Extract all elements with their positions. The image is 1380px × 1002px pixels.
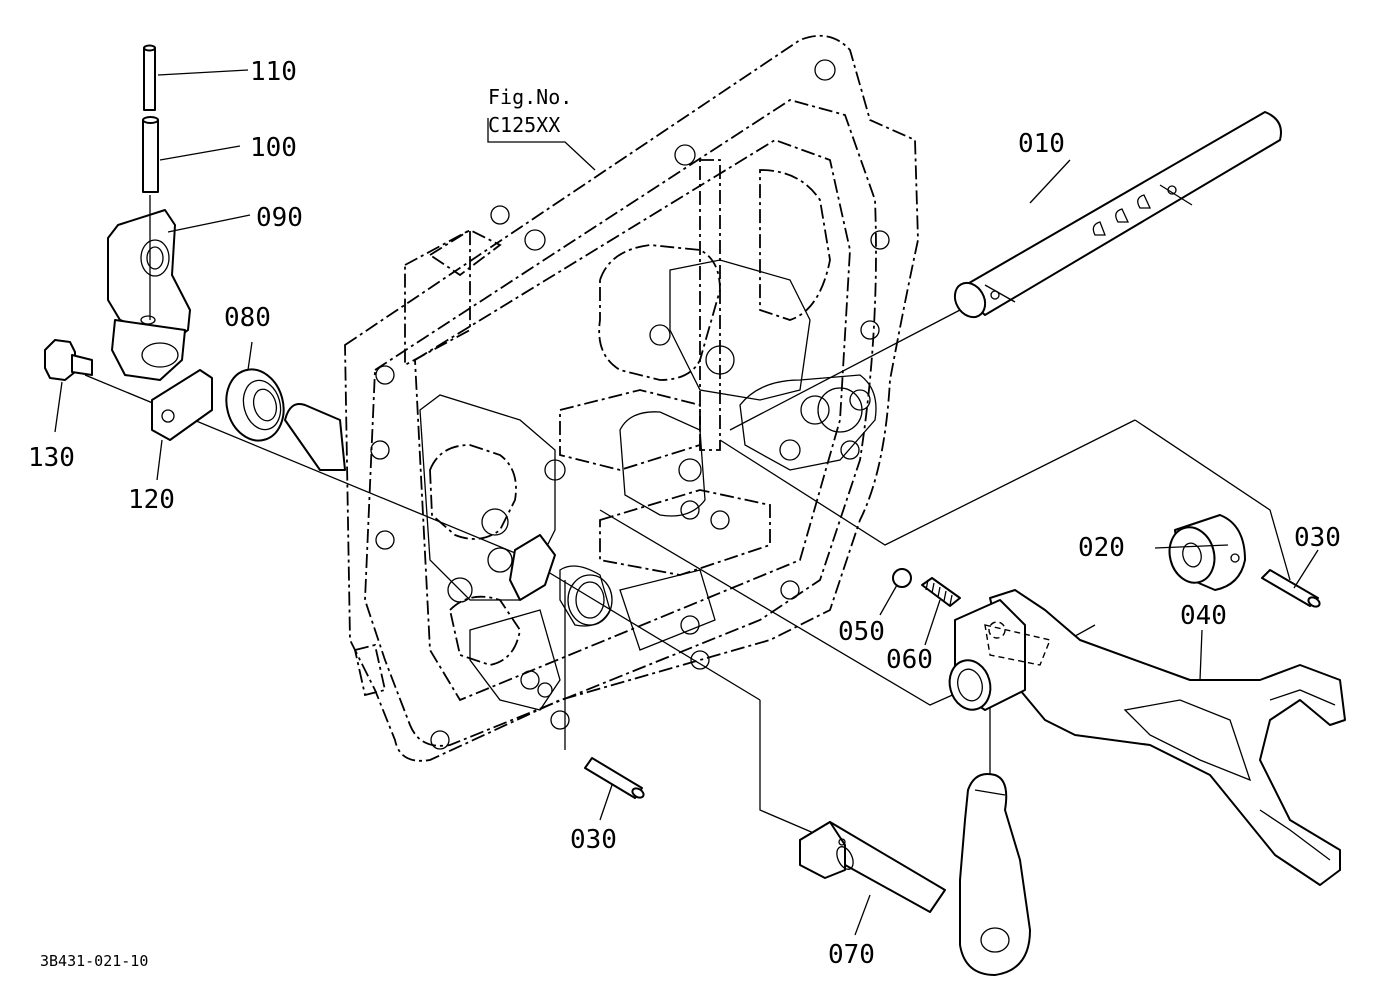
figure-ref-code: C125XX <box>488 113 560 137</box>
part-030-spring-pin-right <box>1261 569 1321 608</box>
part-050-ball <box>892 568 912 588</box>
label-080: 080 <box>224 303 271 333</box>
label-050: 050 <box>838 617 885 647</box>
part-010-shift-rod <box>953 111 1282 319</box>
part-130-bolt <box>44 339 93 381</box>
label-090: 090 <box>256 203 303 233</box>
label-070: 070 <box>828 940 875 970</box>
label-130: 130 <box>28 443 75 473</box>
label-030-lower: 030 <box>570 825 617 855</box>
part-090-arm <box>107 209 191 381</box>
label-060: 060 <box>886 645 933 675</box>
label-030-right: 030 <box>1294 523 1341 553</box>
label-120: 120 <box>128 485 175 515</box>
label-100: 100 <box>250 133 297 163</box>
part-030-spring-pin-lower <box>584 757 645 799</box>
drawing-code: 3B431-021-10 <box>40 952 148 970</box>
part-040-shift-fork <box>948 589 1346 886</box>
part-080-oil-seal <box>225 368 285 442</box>
part-070-shift-lever <box>799 773 1031 976</box>
label-010: 010 <box>1018 129 1065 159</box>
label-110: 110 <box>250 57 297 87</box>
figure-ref-title: Fig.No. <box>488 85 572 109</box>
part-110-pin <box>143 44 156 111</box>
transmission-housing <box>344 34 919 762</box>
part-060-spring <box>921 577 961 607</box>
leader-lines <box>54 69 1319 936</box>
part-120-plate <box>151 369 213 441</box>
part-100-sleeve <box>142 116 159 193</box>
part-020-collar <box>1168 514 1246 591</box>
label-020: 020 <box>1078 533 1125 563</box>
label-040: 040 <box>1180 601 1227 631</box>
center-shaft <box>284 403 613 626</box>
part-labels: 010 020 030 030 040 050 060 070 080 090 … <box>28 57 1341 970</box>
